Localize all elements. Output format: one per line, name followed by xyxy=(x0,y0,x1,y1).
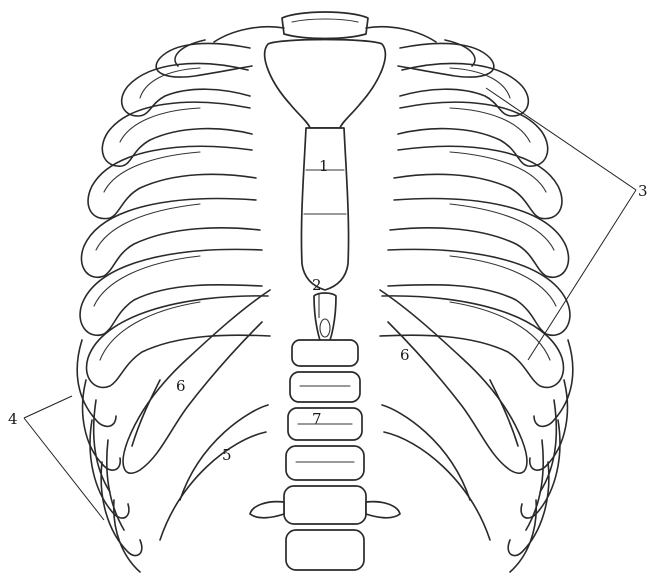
right-ribs xyxy=(380,40,573,572)
sternum xyxy=(214,12,436,352)
label-xiphoid: 2 xyxy=(312,276,322,294)
label-sternum: 1 xyxy=(319,157,329,175)
label-vertebra: 7 xyxy=(312,410,322,428)
label-ribs-true: 3 xyxy=(638,182,648,200)
label-costal-arch: 5 xyxy=(222,446,232,464)
label-costal-cartilage-left: 6 xyxy=(176,377,186,395)
label-ribs-floating: 4 xyxy=(8,410,18,428)
vertebral-column xyxy=(250,340,400,570)
label-costal-cartilage-right: 6 xyxy=(400,346,410,364)
left-ribs xyxy=(77,40,270,572)
